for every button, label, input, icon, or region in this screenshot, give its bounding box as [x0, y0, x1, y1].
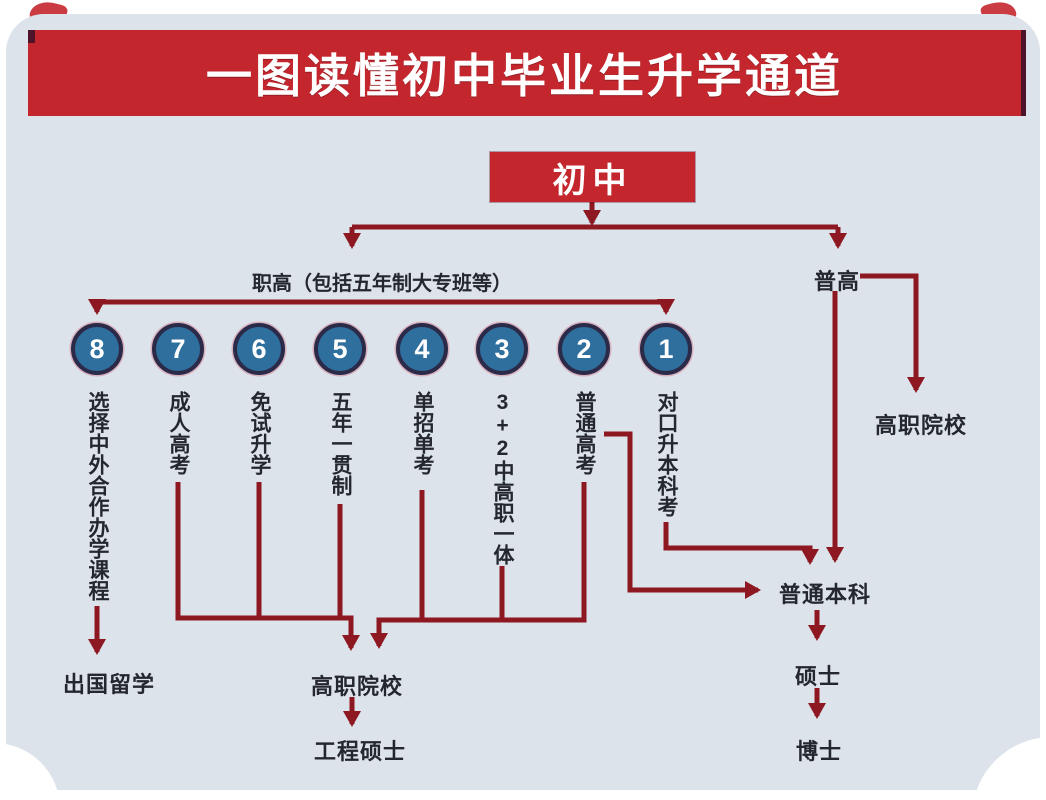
channel-label-3: 3+2中高职一体: [491, 391, 514, 565]
channel-label-4: 单招单考: [411, 391, 434, 475]
channel-label-6: 免试升学: [248, 391, 271, 475]
channel-badge-6: 6: [233, 323, 285, 375]
node-vocational-college-left: 高职院校: [311, 674, 404, 699]
connector-regular-to-vocational-college: [860, 273, 925, 394]
node-vocational-college-right: 高职院校: [875, 413, 968, 438]
channel-label-8: 选择中外合作办学课程: [86, 391, 109, 601]
banner-notch: [28, 30, 35, 43]
channel-label-1: 对口升本科考: [655, 391, 678, 517]
channel-badge-8: 8: [71, 323, 123, 375]
channel-badge-3: 3: [476, 323, 528, 375]
card-background: [6, 14, 1040, 790]
channel-badge-5: 5: [314, 323, 366, 375]
channel-label-7: 成人高考: [167, 391, 190, 475]
connector-ch1-to-undergrad: [663, 522, 819, 566]
node-regular-undergrad: 普通本科: [779, 582, 872, 607]
branch-regular-label: 普高: [814, 269, 861, 294]
connector-ch2-to-undergrad: [604, 431, 762, 600]
connector-right-bus-to-college: [369, 482, 587, 650]
channel-badge-1: 1: [640, 323, 692, 375]
page-title: 一图读懂初中毕业生升学通道: [206, 50, 843, 102]
channel-badge-4: 4: [396, 323, 448, 375]
branch-vocational-label: 职高（包括五年制大专班等）: [252, 273, 512, 295]
node-study-abroad: 出国留学: [63, 672, 156, 697]
node-master: 硕士: [795, 664, 842, 689]
channel-badge-7: 7: [152, 323, 204, 375]
channel-label-5: 五年一贯制: [329, 391, 352, 496]
channel-badge-2: 2: [558, 323, 610, 375]
connector-left-bus-to-college: [175, 482, 360, 652]
channel-label-2: 普通高考: [573, 391, 596, 475]
title-banner: 一图读懂初中毕业生升学通道: [28, 30, 1026, 116]
node-engineering-master: 工程硕士: [314, 739, 407, 764]
node-junior-high: 初中: [490, 152, 695, 202]
node-doctorate: 博士: [796, 739, 843, 764]
